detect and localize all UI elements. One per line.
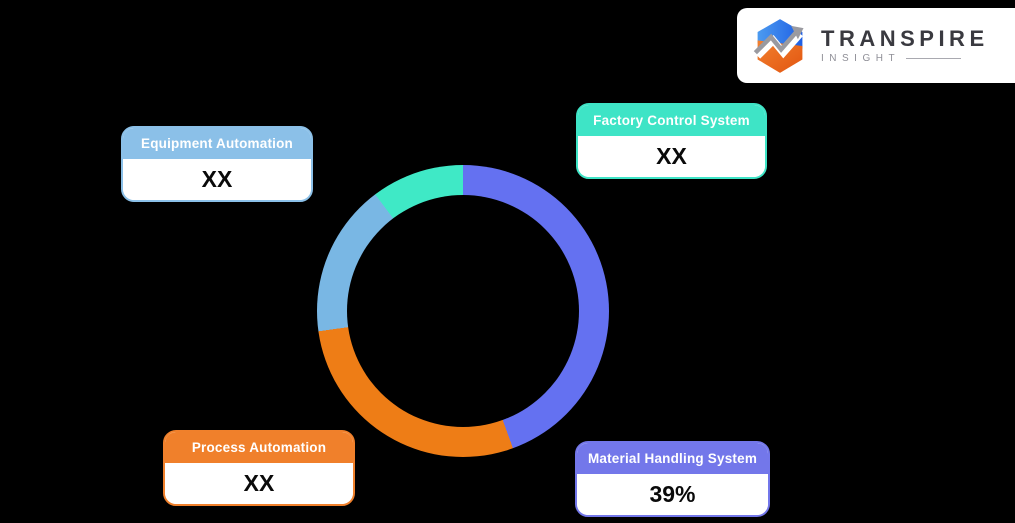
logo-rule (906, 58, 962, 60)
callout-factory-control-system: Factory Control System XX (576, 103, 767, 179)
callout-header: Equipment Automation (123, 128, 311, 159)
callout-process-automation: Process Automation XX (163, 430, 355, 506)
callout-value: XX (123, 159, 311, 200)
donut-hole (347, 195, 579, 427)
logo-text: TRANSPIRE INSIGHT (821, 27, 989, 64)
logo-title: TRANSPIRE (821, 25, 989, 51)
callout-value: XX (165, 463, 353, 504)
callout-header: Factory Control System (578, 105, 765, 136)
callout-material-handling-system: Material Handling System 39% (575, 441, 770, 517)
callout-value: 39% (577, 474, 768, 515)
logo-subtitle: INSIGHT (821, 53, 901, 65)
donut-chart (317, 165, 609, 457)
logo-card: TRANSPIRE INSIGHT (737, 8, 1015, 83)
callout-header: Material Handling System (577, 443, 768, 474)
callout-equipment-automation: Equipment Automation XX (121, 126, 313, 202)
callout-header: Process Automation (165, 432, 353, 463)
callout-value: XX (578, 136, 765, 177)
transpire-hex-arrow-icon (753, 18, 804, 73)
